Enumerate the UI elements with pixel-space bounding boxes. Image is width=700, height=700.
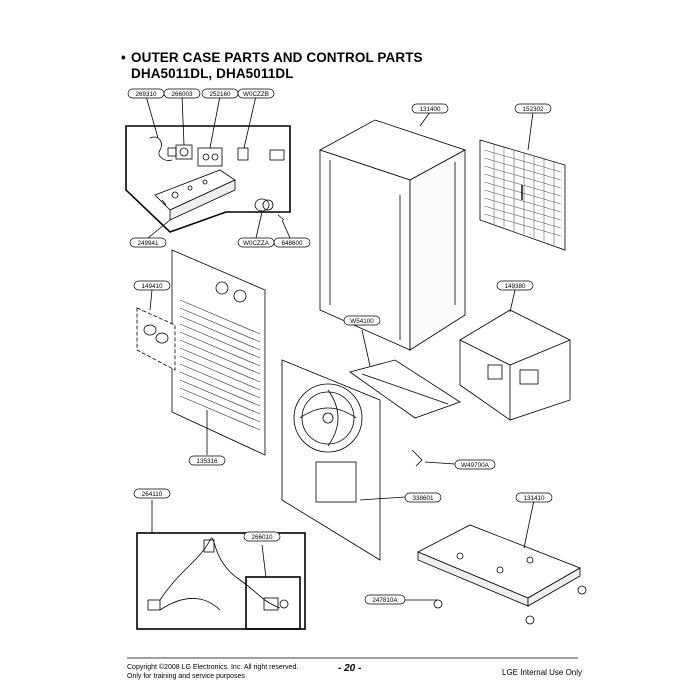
outer-case-131400 (319, 111, 466, 351)
front-grille-135316 (171, 249, 266, 456)
part-labels: 269310 266003 252160 W0CZZB 131400 15230… (127, 88, 553, 605)
footer-training-note: Only for training and service purposes (127, 673, 245, 680)
svg-text:135316: 135316 (196, 458, 218, 465)
svg-text:648600: 648600 (281, 240, 303, 247)
title-bullet: • (121, 50, 126, 65)
label-W0CZZB: W0CZZB (237, 88, 275, 99)
svg-text:249941: 249941 (137, 240, 159, 247)
svg-text:149410: 149410 (141, 283, 163, 290)
control-parts-group (125, 95, 291, 239)
label-252160: 252160 (201, 88, 239, 99)
label-648600: 648600 (273, 237, 311, 248)
svg-text:W49700A: W49700A (461, 462, 489, 469)
svg-text:W0CZZA: W0CZZA (243, 240, 270, 247)
label-249941: 249941 (129, 237, 167, 248)
section-title: • OUTER CASE PARTS AND CONTROL PARTS DHA5… (121, 50, 423, 82)
label-W49700A: W49700A (454, 459, 496, 470)
title-line-2: DHA5011DL, DHA5011DL (131, 66, 294, 81)
svg-text:W54100: W54100 (350, 318, 374, 325)
label-269310: 269310 (127, 88, 165, 99)
water-tank-149380 (459, 289, 571, 421)
switch-box-266010 (245, 544, 301, 630)
page-number: - 20 - (338, 663, 362, 674)
svg-text:131410: 131410 (523, 495, 545, 502)
label-152302: 152302 (514, 103, 552, 114)
svg-text:149380: 149380 (504, 283, 526, 290)
label-131400: 131400 (411, 103, 449, 114)
svg-text:247810A: 247810A (372, 597, 398, 604)
label-247810A: 247810A (364, 594, 406, 605)
svg-text:152302: 152302 (522, 106, 544, 113)
footer-copyright: Copyright ©2008 LG Electronics. Inc. All… (127, 664, 299, 671)
label-131410: 131410 (515, 492, 553, 503)
label-264110: 264110 (133, 488, 171, 499)
svg-text:131400: 131400 (419, 106, 441, 113)
label-W0CZZA: W0CZZA (237, 237, 275, 248)
label-149380: 149380 (496, 280, 534, 291)
svg-text:266010: 266010 (251, 534, 273, 541)
svg-text:266003: 266003 (171, 91, 193, 98)
base-plate-131410 (405, 499, 587, 625)
svg-text:338601: 338601 (412, 495, 434, 502)
knobs-149410 (136, 289, 176, 371)
filter-152302 (479, 111, 566, 251)
svg-text:W0CZZB: W0CZZB (243, 91, 269, 98)
title-line-1: OUTER CASE PARTS AND CONTROL PARTS (131, 50, 423, 65)
harness-264110 (136, 500, 306, 630)
label-135316: 135316 (188, 455, 226, 466)
footer-copyright-block: Copyright ©2008 LG Electronics. Inc. All… (127, 663, 298, 681)
label-W54100: W54100 (343, 315, 381, 326)
label-149410: 149410 (133, 280, 171, 291)
svg-text:269310: 269310 (135, 91, 157, 98)
label-266010: 266010 (243, 531, 281, 542)
fan-housing-338601 (281, 359, 456, 561)
drain-plate-W54100 (349, 329, 461, 419)
svg-text:264110: 264110 (142, 491, 163, 498)
label-338601: 338601 (404, 492, 442, 503)
footer-internal-use: LGE Internal Use Only (502, 668, 583, 677)
label-266003: 266003 (163, 88, 201, 99)
svg-text:252160: 252160 (209, 91, 231, 98)
